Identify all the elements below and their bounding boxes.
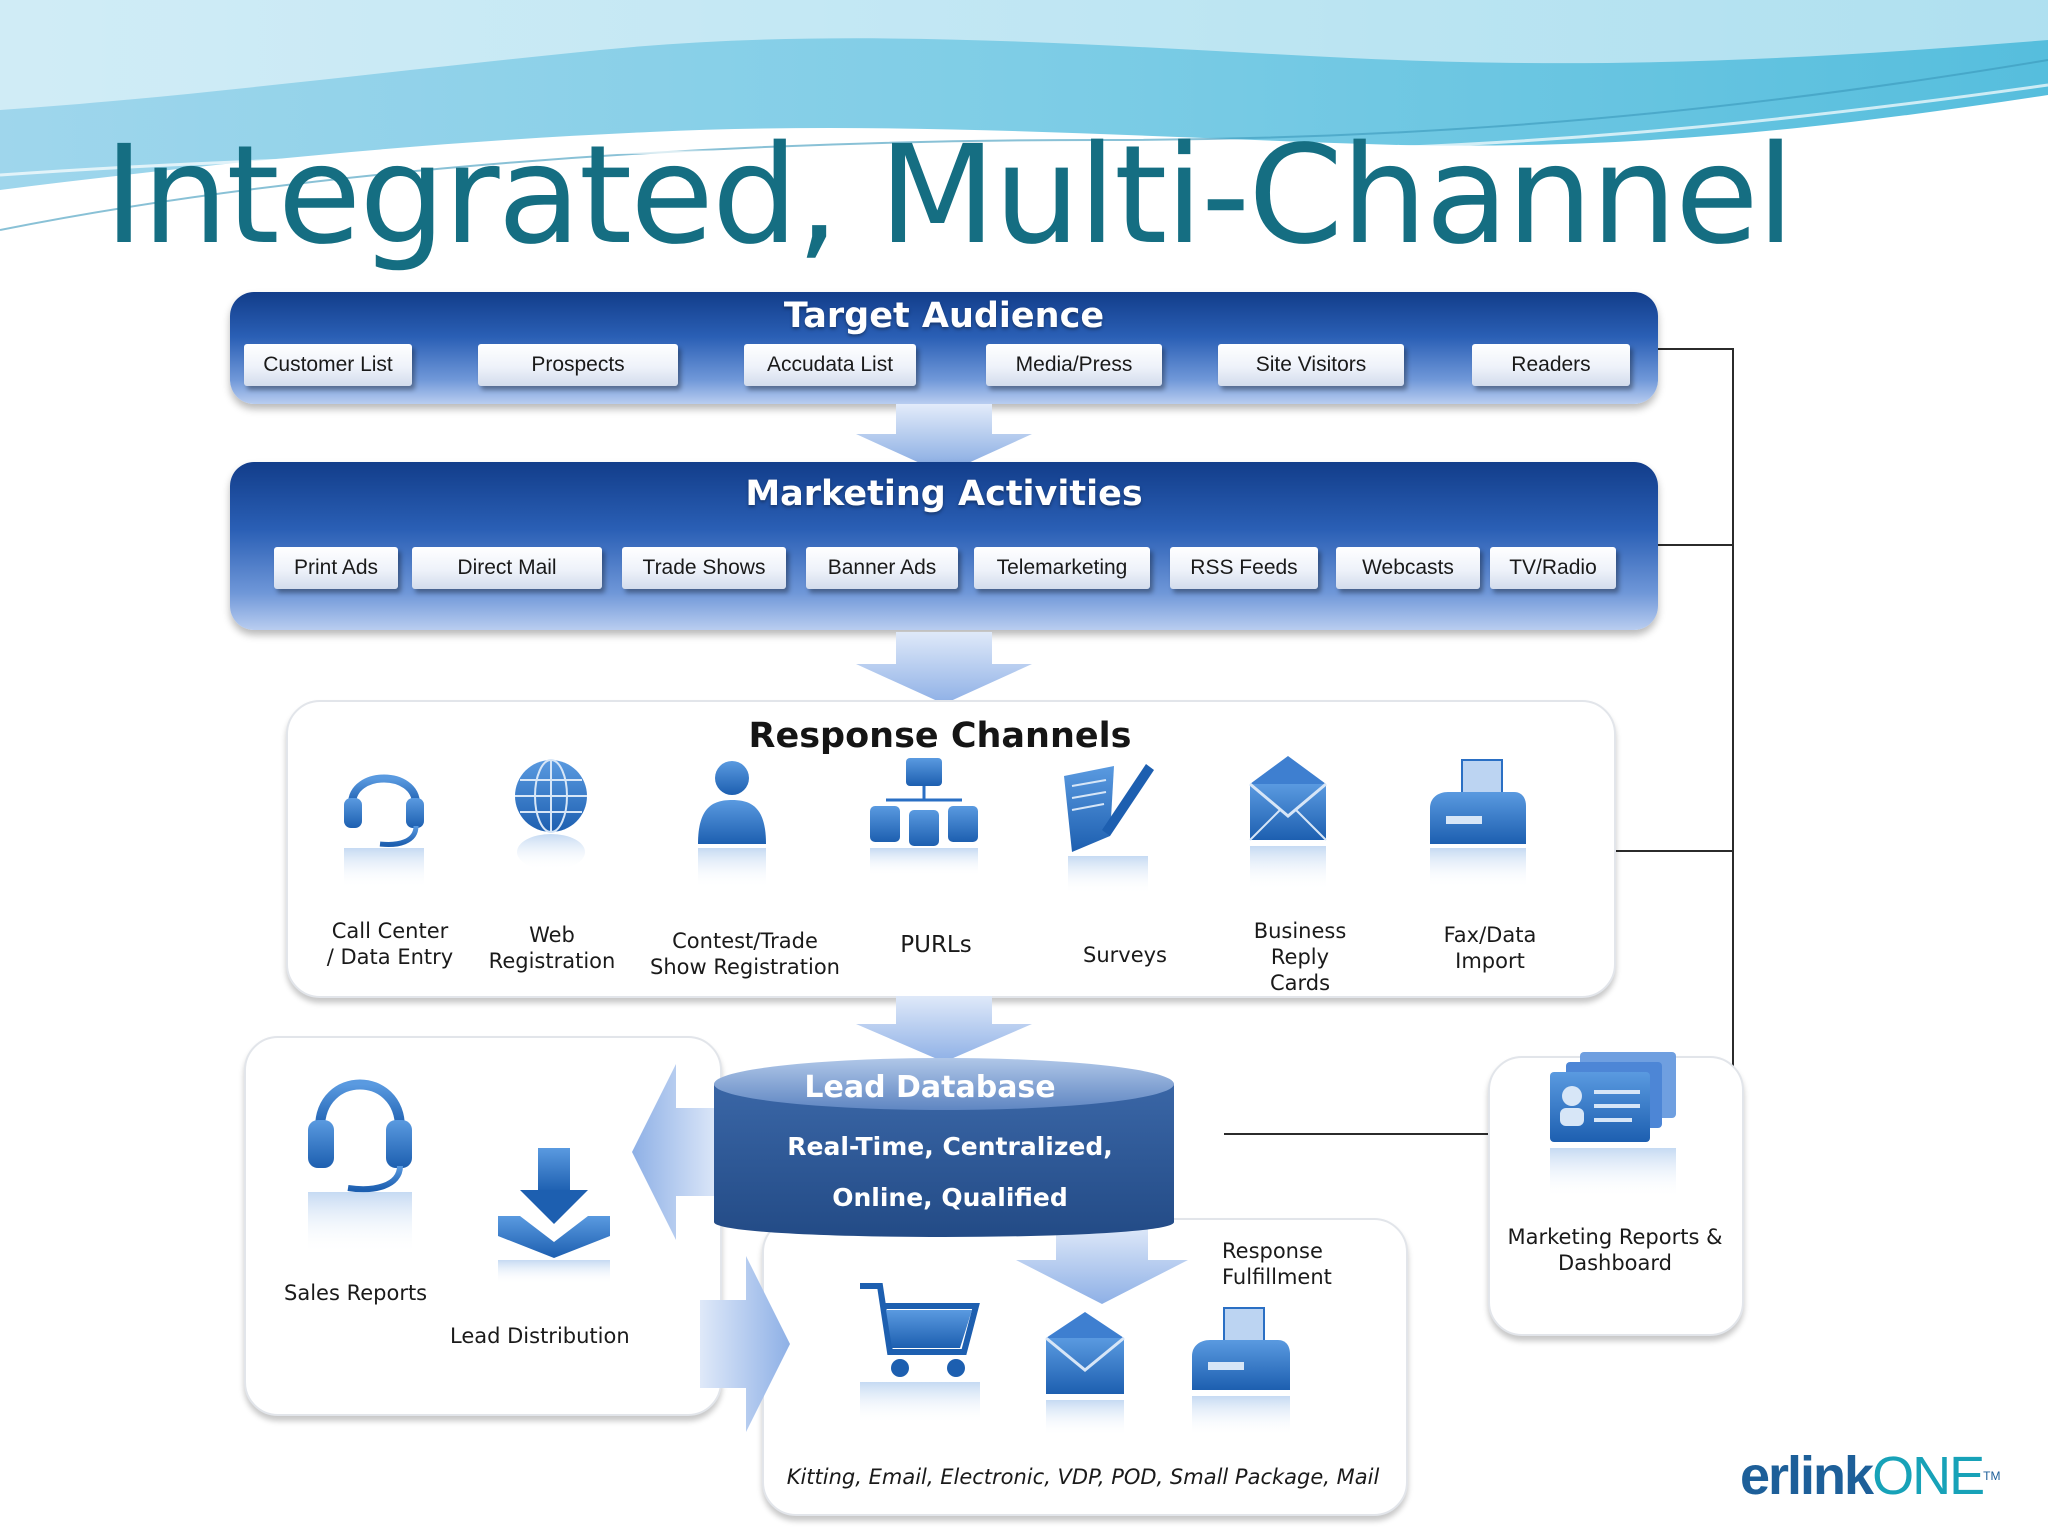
download-icon [498, 1148, 610, 1284]
activity-tv-radio: TV/Radio [1490, 547, 1616, 589]
envelope-icon [1249, 756, 1327, 890]
fulfillment-caption: Kitting, Email, Electronic, VDP, POD, Sm… [786, 1465, 1380, 1489]
activity-banner-ads: Banner Ads [806, 547, 958, 589]
logo-text: erlink [1740, 1446, 1874, 1506]
sales-reports-label: Sales Reports [284, 1281, 428, 1305]
marketing-activities-title: Marketing Activities [745, 474, 1143, 514]
header-wave-decoration [0, 0, 2048, 231]
down-arrow [856, 632, 1032, 704]
channel-business-reply-cards-label: Business Reply Cards [1253, 919, 1347, 995]
channel-web-registration-label: Web Registration [488, 923, 616, 973]
activity-direct-mail: Direct Mail [412, 547, 602, 589]
marketing-activities-band: Marketing Activities Print Ads Direct Ma… [230, 462, 1658, 630]
page-title: Integrated, Multi-Channel [104, 117, 1795, 275]
response-channels-title: Response Channels [748, 716, 1132, 756]
id-card-icon [1550, 1052, 1676, 1198]
person-icon [698, 761, 766, 888]
connector-line [1732, 348, 1734, 1142]
target-audience-title: Target Audience [783, 296, 1105, 336]
connector-line [1224, 1133, 1530, 1135]
channel-fax-data-import-label: Fax/Data Import [1443, 923, 1537, 973]
erlinkone-logo: erlinkONETM [1740, 1446, 2000, 1506]
lead-distribution-label: Lead Distribution [450, 1324, 630, 1348]
audience-accudata-list: Accudata List [744, 344, 916, 386]
audience-media-press: Media/Press [986, 344, 1162, 386]
activity-telemarketing: Telemarketing [974, 547, 1150, 589]
lead-database-line2: Online, Qualified [832, 1183, 1068, 1212]
activity-webcasts: Webcasts [1336, 547, 1480, 589]
activity-rss-feeds: RSS Feeds [1170, 547, 1318, 589]
connector-line [1658, 348, 1734, 350]
activity-trade-shows: Trade Shows [622, 547, 786, 589]
marketing-reports-label: Marketing Reports & Dashboard [1507, 1225, 1723, 1275]
channel-surveys-label: Surveys [1083, 943, 1167, 967]
envelope-icon [1045, 1312, 1125, 1436]
headset-icon [344, 774, 424, 888]
right-arrow [700, 1256, 790, 1432]
connector-line [1658, 544, 1734, 546]
lead-database-title: Lead Database [804, 1070, 1056, 1105]
lead-database-line1: Real-Time, Centralized, [787, 1132, 1113, 1161]
left-arrow [632, 1064, 720, 1240]
fax-icon [1430, 759, 1526, 888]
audience-customer-list: Customer List [244, 344, 412, 386]
fax-icon [1192, 1307, 1290, 1436]
channel-purls-label: PURLs [900, 932, 972, 958]
globe-icon [515, 759, 587, 870]
logo-tm: TM [1983, 1469, 2001, 1483]
audience-site-visitors: Site Visitors [1218, 344, 1404, 386]
pen-paper-icon [1064, 764, 1154, 894]
lead-database-cylinder [714, 1058, 1174, 1237]
audience-readers: Readers [1472, 344, 1630, 386]
response-fulfillment-label: Response Fulfillment [1222, 1239, 1332, 1289]
down-arrow [856, 404, 1032, 474]
network-icon [870, 758, 978, 876]
logo-text-one: ONE [1872, 1446, 1985, 1506]
audience-prospects: Prospects [478, 344, 678, 386]
down-arrow [1016, 1226, 1188, 1304]
channel-call-center-label: Call Center / Data Entry [326, 919, 454, 969]
headset-icon [308, 1079, 412, 1254]
channel-contest-registration-label: Contest/Trade Show Registration [650, 929, 840, 979]
activity-print-ads: Print Ads [274, 547, 398, 589]
connector-line [1602, 850, 1734, 852]
shopping-cart-icon [860, 1283, 980, 1424]
target-audience-band: Target Audience Customer List Prospects … [230, 292, 1658, 404]
down-arrow [856, 996, 1032, 1062]
